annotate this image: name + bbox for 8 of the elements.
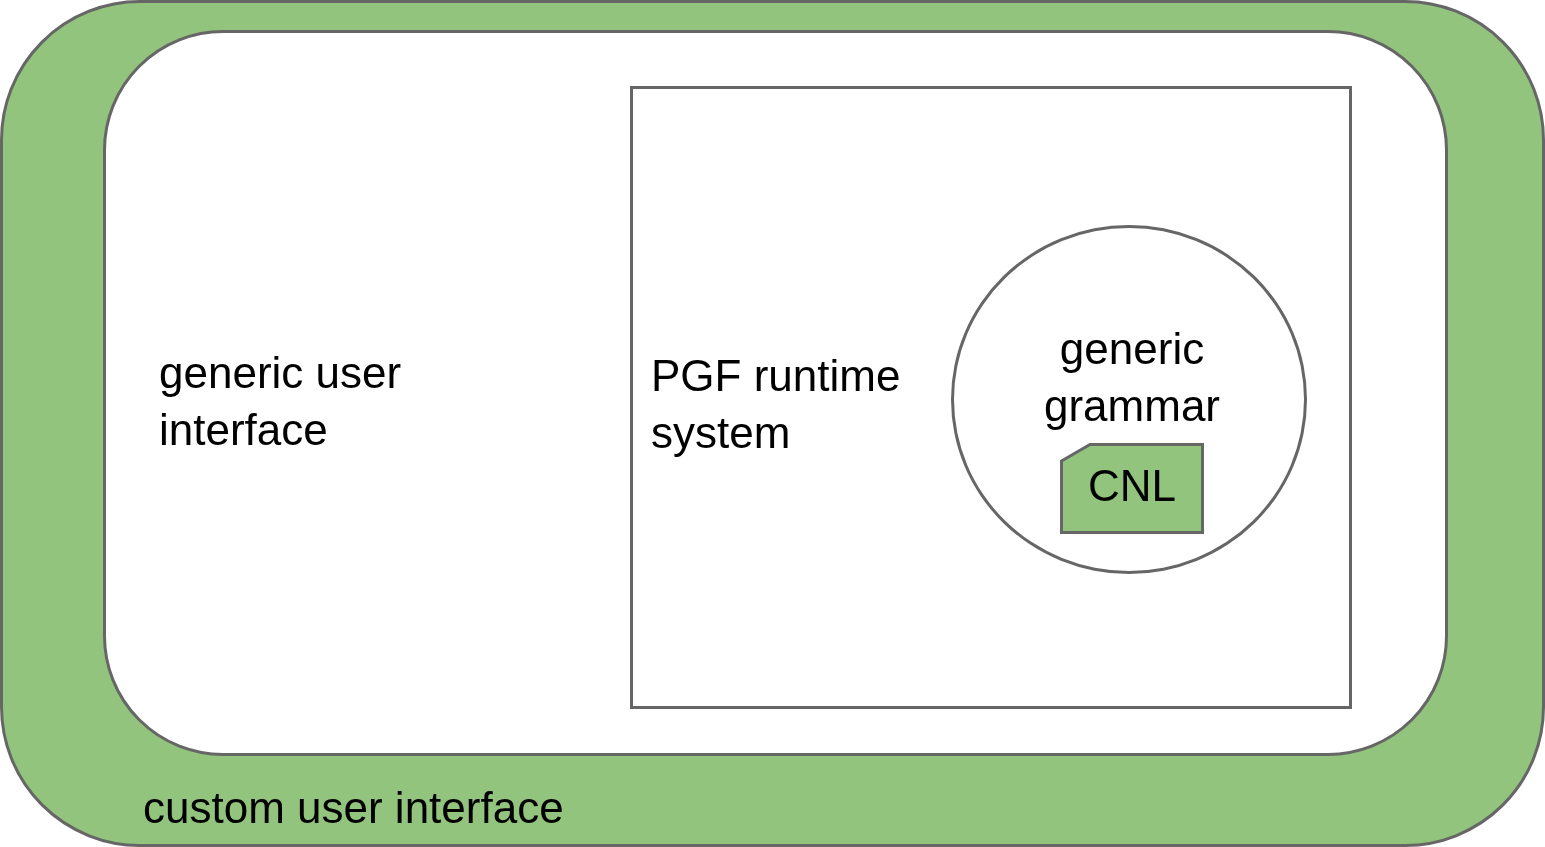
rectangle-box xyxy=(630,86,1352,709)
node-label: generic user interface xyxy=(159,347,403,456)
node-label: custom user interface xyxy=(143,782,565,834)
card-shape xyxy=(1060,443,1204,534)
node-label: generic grammar xyxy=(1043,323,1221,432)
node-label: PGF runtime system xyxy=(651,350,902,459)
inner-rounded-panel xyxy=(103,30,1448,756)
node-label: CNL xyxy=(1087,460,1177,512)
